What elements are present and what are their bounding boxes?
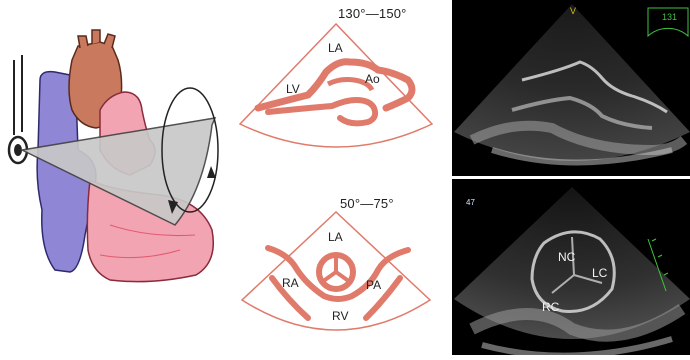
label-nc: NC — [558, 250, 576, 264]
top-view-angle: 130°—150° — [338, 6, 407, 21]
svg-text:V: V — [570, 6, 576, 16]
schematic-diagrams: 130°—150° 50°—75° LA LV Ao LA RA PA RV — [228, 0, 448, 355]
sector-bottom: LA RA PA RV — [242, 212, 430, 330]
label-ao: Ao — [365, 72, 380, 86]
heart-drawing — [0, 0, 230, 355]
label-la-bottom: LA — [328, 230, 343, 244]
angle-readout-bottom: 47 — [466, 198, 475, 207]
label-lc: LC — [592, 266, 608, 280]
label-lv: LV — [286, 82, 300, 96]
echo-image-bottom: 47 NC LC RC — [452, 179, 690, 355]
bottom-view-angle: 50°—75° — [340, 196, 394, 211]
rotation-arrowhead — [207, 166, 216, 178]
sector-top: LA LV Ao — [240, 24, 432, 147]
label-rc: RC — [542, 300, 560, 314]
probe-cable — [14, 55, 22, 135]
label-la-top: LA — [328, 41, 343, 55]
label-rv: RV — [332, 309, 348, 323]
sector-diagrams: LA LV Ao LA RA PA RV — [228, 0, 448, 355]
label-pa: PA — [366, 278, 381, 292]
heart-illustration — [0, 0, 230, 355]
echo-image-top: V 131 — [452, 0, 690, 176]
label-ra: RA — [282, 276, 299, 290]
angle-readout-top: 131 — [662, 12, 677, 22]
